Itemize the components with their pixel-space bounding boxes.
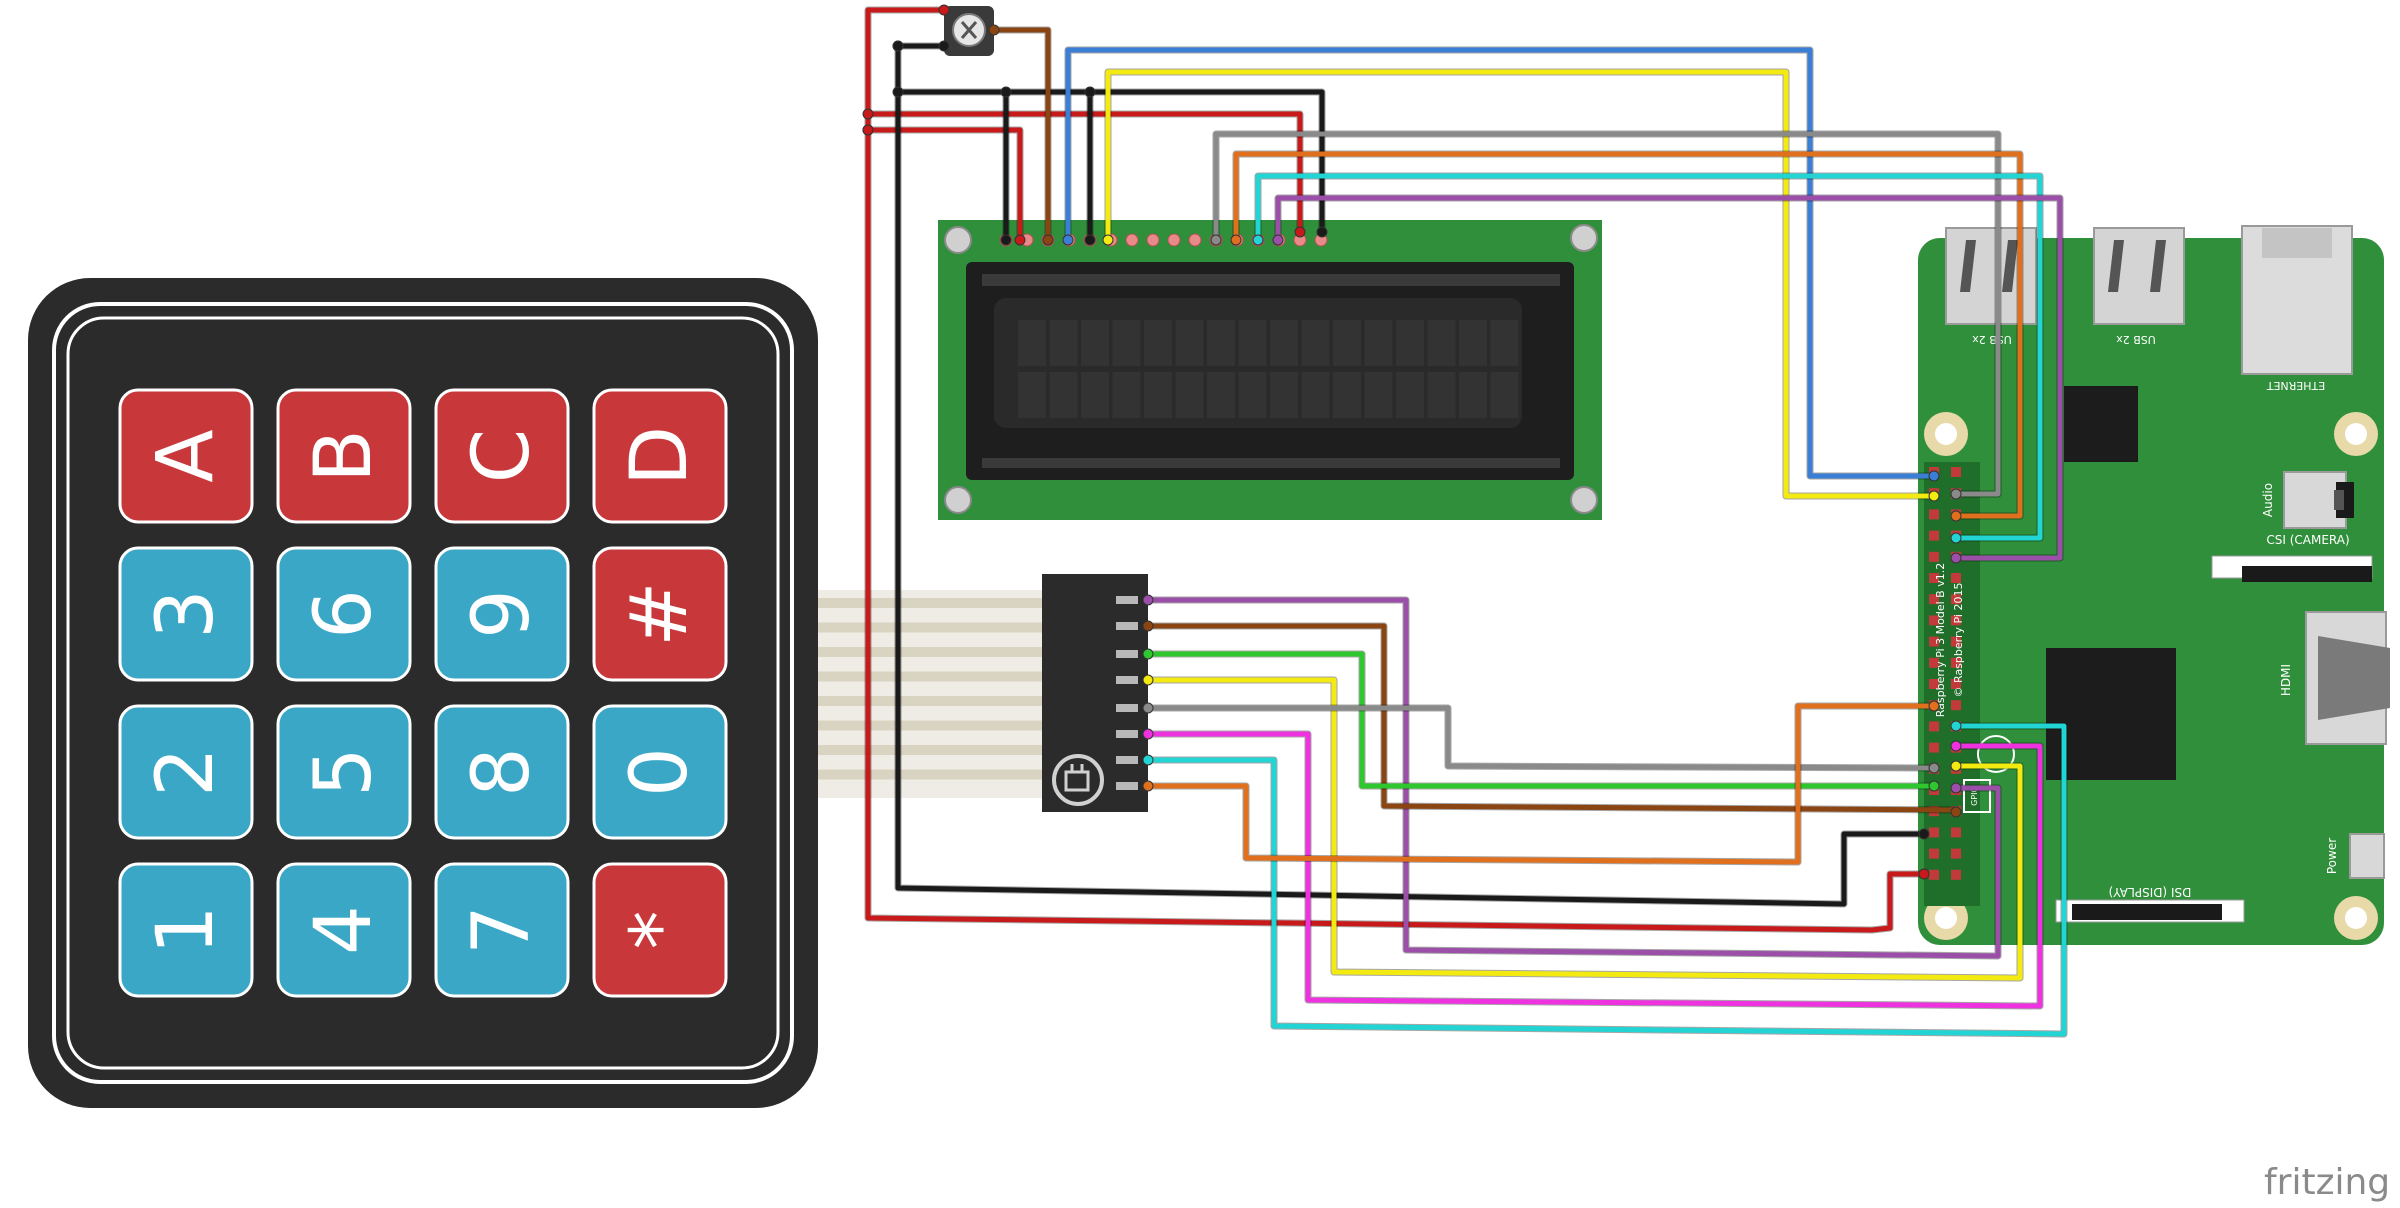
key-label: 8 <box>457 747 547 797</box>
brown-wire <box>988 24 1054 246</box>
csi-label: CSI (CAMERA) <box>2266 533 2349 547</box>
key-7[interactable]: 7 <box>434 862 570 998</box>
key-6[interactable]: 6 <box>276 546 412 682</box>
jumper-wires <box>862 4 2068 1038</box>
key-5[interactable]: 5 <box>276 704 412 840</box>
key-label: D <box>615 426 705 486</box>
cyan-wire <box>1142 720 2068 1038</box>
lan-chip <box>2064 386 2138 462</box>
yellow-wire <box>1102 68 1940 502</box>
membrane-keypad: A B C D 3 6 9 #2 5 8 0 1 4 7 * <box>28 278 818 1108</box>
key-9[interactable]: 9 <box>434 546 570 682</box>
ethernet-port <box>2241 225 2353 375</box>
cyan-wire <box>1252 172 2044 544</box>
key-label: 1 <box>141 905 231 955</box>
key-label: B <box>299 429 389 483</box>
lcd-character-grid <box>1018 320 1519 418</box>
key-label: 2 <box>141 747 231 797</box>
key-label: A <box>141 429 231 482</box>
usb-port-2 <box>2093 227 2185 325</box>
raspberry-logo-icon <box>1977 735 2015 773</box>
key-3[interactable]: 3 <box>118 546 254 682</box>
connector-pins <box>1116 596 1138 790</box>
hdmi-label: HDMI <box>2279 664 2293 696</box>
potentiometer <box>944 6 994 56</box>
audio-label: Audio <box>2261 483 2275 517</box>
black-wire <box>1000 86 1012 246</box>
usb-label-1: USB 2x <box>1972 333 2012 346</box>
key-8[interactable]: 8 <box>434 704 570 840</box>
usb-label-2: USB 2x <box>2116 333 2156 346</box>
key-A[interactable]: A <box>118 388 254 524</box>
yellow-wire <box>1142 674 2024 982</box>
raspberry-pi-board: USB 2x USB 2x ETHERNET Audio CSI (CAMERA… <box>1918 225 2390 945</box>
black-wire <box>1084 86 1096 246</box>
pi-pcb <box>1918 238 2384 945</box>
gray-wire <box>1210 130 2002 500</box>
key-C[interactable]: C <box>434 388 570 524</box>
dsi-connector <box>2055 899 2245 923</box>
key-label: 5 <box>299 747 389 797</box>
soc-chip <box>2046 648 2176 780</box>
fritzing-watermark: fritzing <box>2264 1162 2390 1203</box>
black-wire <box>892 86 1328 238</box>
pi-copyright-label: © Raspberry Pi 2015 <box>1952 583 1965 698</box>
key-4[interactable]: 4 <box>276 862 412 998</box>
key-D[interactable]: D <box>592 388 728 524</box>
keypad-key-grid: A B C D 3 6 9 #2 5 8 0 1 4 7 * <box>118 388 728 998</box>
key-*[interactable]: * <box>592 862 728 998</box>
connector-housing <box>1042 574 1148 812</box>
key-label: * <box>615 911 705 950</box>
power-port <box>2349 833 2385 879</box>
power-label: Power <box>2325 838 2339 874</box>
key-0[interactable]: 0 <box>592 704 728 840</box>
keypad-inner-outline <box>66 316 780 1070</box>
key-label: 6 <box>299 589 389 639</box>
pi-model-label: Raspberry Pi 3 Model B v1.2 <box>1934 563 1947 717</box>
ethernet-label: ETHERNET <box>2267 379 2326 392</box>
orange-wire <box>1142 700 1940 866</box>
gpio-marker <box>1963 779 1991 813</box>
key-2[interactable]: 2 <box>118 704 254 840</box>
dsi-label: DSI (DISPLAY) <box>2109 885 2192 899</box>
purple-wire <box>1142 594 2002 960</box>
pi-mounting-holes <box>1924 412 2378 940</box>
orange-wire <box>1230 150 2024 522</box>
key-label: 9 <box>457 589 547 639</box>
csi-connector <box>2211 555 2373 582</box>
key-label: C <box>457 429 547 483</box>
lcd-screws <box>944 224 1598 514</box>
magenta-wire <box>1142 728 2044 1010</box>
key-1[interactable]: 1 <box>118 862 254 998</box>
key-B[interactable]: B <box>276 388 412 524</box>
key-label: 3 <box>141 589 231 639</box>
key-#[interactable]: # <box>592 546 728 682</box>
lcd-module <box>938 220 1602 520</box>
red-wire <box>862 124 1026 246</box>
key-label: 4 <box>299 905 389 955</box>
hdmi-port <box>2305 611 2390 745</box>
red-wire <box>862 108 1306 238</box>
keypad-connector <box>1042 574 1148 812</box>
brown-wire <box>1142 620 1962 818</box>
gpio-label: GPIO <box>1970 786 1979 806</box>
key-label: # <box>615 581 705 646</box>
purple-wire <box>1272 194 2064 564</box>
keypad-outer-outline <box>52 302 794 1084</box>
connector-plug-icon <box>1052 754 1104 806</box>
key-label: 7 <box>457 905 547 955</box>
audio-jack <box>2283 471 2354 529</box>
gray-wire <box>1142 702 1940 774</box>
key-label: 0 <box>615 747 705 797</box>
green-wire <box>1142 648 1940 792</box>
keypad-ribbon-cable <box>818 590 1044 798</box>
blue-wire <box>1062 46 1940 482</box>
black-wire <box>892 40 1930 908</box>
